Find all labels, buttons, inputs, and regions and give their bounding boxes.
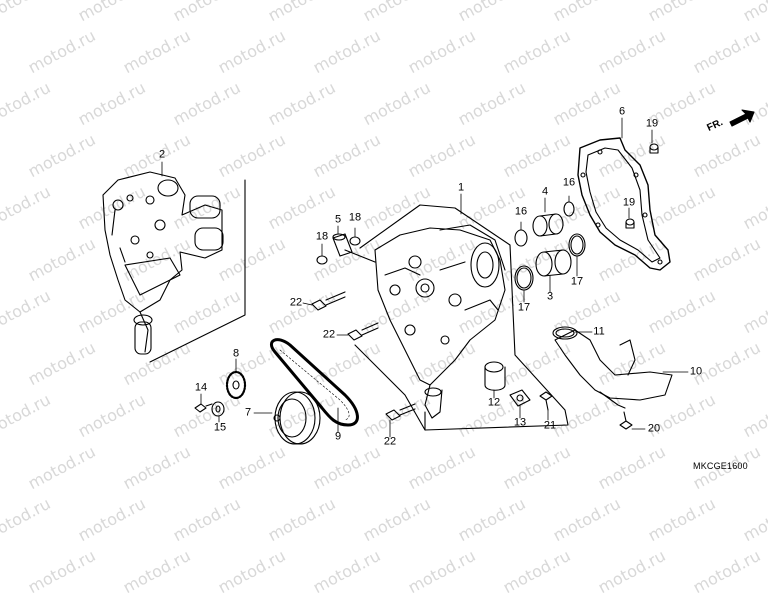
collar-5 — [332, 233, 353, 257]
bolt-22-lower — [385, 403, 416, 421]
gasket-part-6 — [577, 137, 671, 271]
callout-17-right: 17 — [570, 275, 584, 288]
callout-22-lower: 22 — [383, 435, 397, 448]
bolt-14 — [194, 403, 213, 413]
callout-2: 2 — [158, 148, 166, 161]
water-pipe-10 — [554, 329, 673, 409]
callout-19-upper: 19 — [645, 117, 659, 130]
o-ring-16-left — [514, 229, 528, 247]
water-pump-assembly-part-1 — [344, 224, 506, 419]
callout-6: 6 — [618, 105, 626, 118]
callout-22-middle: 22 — [322, 328, 336, 341]
callout-3: 3 — [546, 290, 554, 303]
callout-12: 12 — [487, 396, 501, 409]
bolt-22-upper — [311, 291, 346, 311]
callout-15: 15 — [213, 421, 227, 434]
callout-16-right: 16 — [562, 176, 576, 189]
o-ring-18-left — [316, 255, 328, 265]
collar-3 — [535, 249, 572, 277]
drive-chain-9 — [269, 338, 359, 427]
callout-4: 4 — [541, 185, 549, 198]
pump-housing-part-2 — [102, 171, 224, 355]
gasket-13 — [509, 389, 531, 407]
part1-frame — [354, 204, 569, 431]
callout-20: 20 — [647, 422, 661, 435]
o-ring-17-left — [514, 265, 534, 291]
callout-5: 5 — [334, 213, 342, 226]
bolt-21 — [539, 391, 553, 411]
callout-1: 1 — [457, 181, 465, 194]
o-ring-11 — [552, 326, 578, 340]
bolt-22-middle — [347, 322, 379, 341]
collar-4 — [532, 213, 564, 237]
front-arrow-icon — [729, 109, 755, 127]
gear-8 — [225, 370, 247, 400]
callout-10: 10 — [689, 365, 703, 378]
callout-9: 9 — [334, 430, 342, 443]
callout-14: 14 — [194, 381, 208, 394]
part2-frame — [149, 179, 246, 363]
callout-19-lower: 19 — [622, 196, 636, 209]
pipe-12 — [484, 361, 506, 391]
o-ring-18-right — [349, 236, 361, 246]
callout-22-upper: 22 — [289, 296, 303, 309]
callout-21: 21 — [543, 419, 557, 432]
o-ring-17-right — [568, 233, 586, 257]
callout-18-right: 18 — [348, 211, 362, 224]
bolt-20 — [619, 411, 633, 430]
dowel-pin-19 — [625, 143, 659, 229]
sprocket-7 — [273, 391, 321, 445]
o-ring-16-right — [563, 201, 575, 217]
washer-15 — [211, 401, 225, 417]
callout-18-left: 18 — [315, 230, 329, 243]
callout-17-left: 17 — [517, 301, 531, 314]
callout-13: 13 — [513, 416, 527, 429]
leader-lines — [161, 117, 689, 438]
diagram-drawing — [102, 109, 755, 445]
callout-7: 7 — [244, 406, 252, 419]
callout-11: 11 — [593, 325, 605, 338]
callout-8: 8 — [232, 347, 240, 360]
callout-16-left: 16 — [514, 205, 528, 218]
diagram-code: MKCGE1600 — [693, 461, 748, 471]
